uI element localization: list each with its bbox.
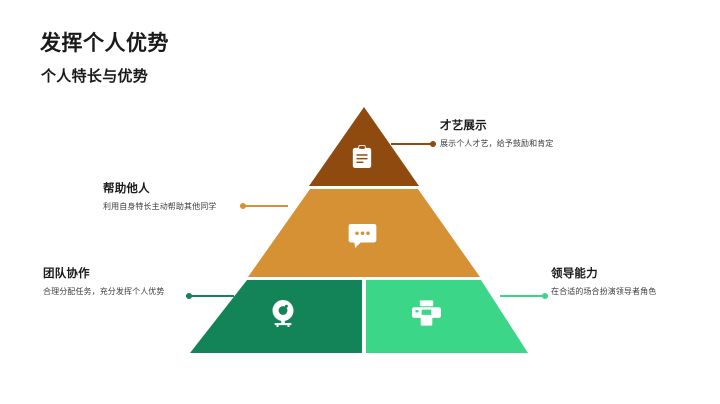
callout-middle[interactable]: 帮助他人 利用自身特长主动帮助其他同学 <box>103 180 233 213</box>
callout-top-title: 才艺展示 <box>440 120 487 132</box>
chat-bubble-icon <box>348 224 377 248</box>
page-title: 发挥个人优势 <box>40 32 169 55</box>
clipboard-icon <box>352 145 372 168</box>
callout-top[interactable]: 才艺展示 展示个人才艺，给予鼓励和肯定 <box>440 117 580 150</box>
callout-bottom-left[interactable]: 团队协作 合理分配任务，充分发挥个人优势 <box>43 265 183 298</box>
pyramid-tier-bottom-right[interactable] <box>366 280 528 353</box>
connector-dot-top <box>430 140 436 147</box>
connector-dot-bottom-right <box>542 292 548 299</box>
connector-line-top <box>391 140 436 147</box>
callout-middle-description: 利用自身特长主动帮助其他同学 <box>103 202 217 211</box>
callout-top-description: 展示个人才艺，给予鼓励和肯定 <box>440 139 554 148</box>
connector-line-bottom-right <box>500 292 548 299</box>
callout-bottom-right[interactable]: 领导能力 在合适的场合扮演领导者角色 <box>551 265 691 298</box>
callout-bottom-left-description: 合理分配任务，充分发挥个人优势 <box>43 287 165 296</box>
connector-line-middle <box>240 202 288 209</box>
page-subtitle: 个人特长与优势 <box>41 68 149 85</box>
printer-icon <box>412 300 441 326</box>
connector-dot-bottom-left <box>186 292 192 299</box>
connector-line-bottom-left <box>186 292 234 299</box>
callout-middle-title: 帮助他人 <box>103 183 150 195</box>
callout-bottom-right-description: 在合适的场合扮演领导者角色 <box>551 287 657 296</box>
callout-bottom-left-title: 团队协作 <box>43 268 90 280</box>
callout-bottom-right-title: 领导能力 <box>551 268 598 280</box>
connector-dot-middle <box>240 202 246 209</box>
webcam-icon <box>272 300 294 327</box>
